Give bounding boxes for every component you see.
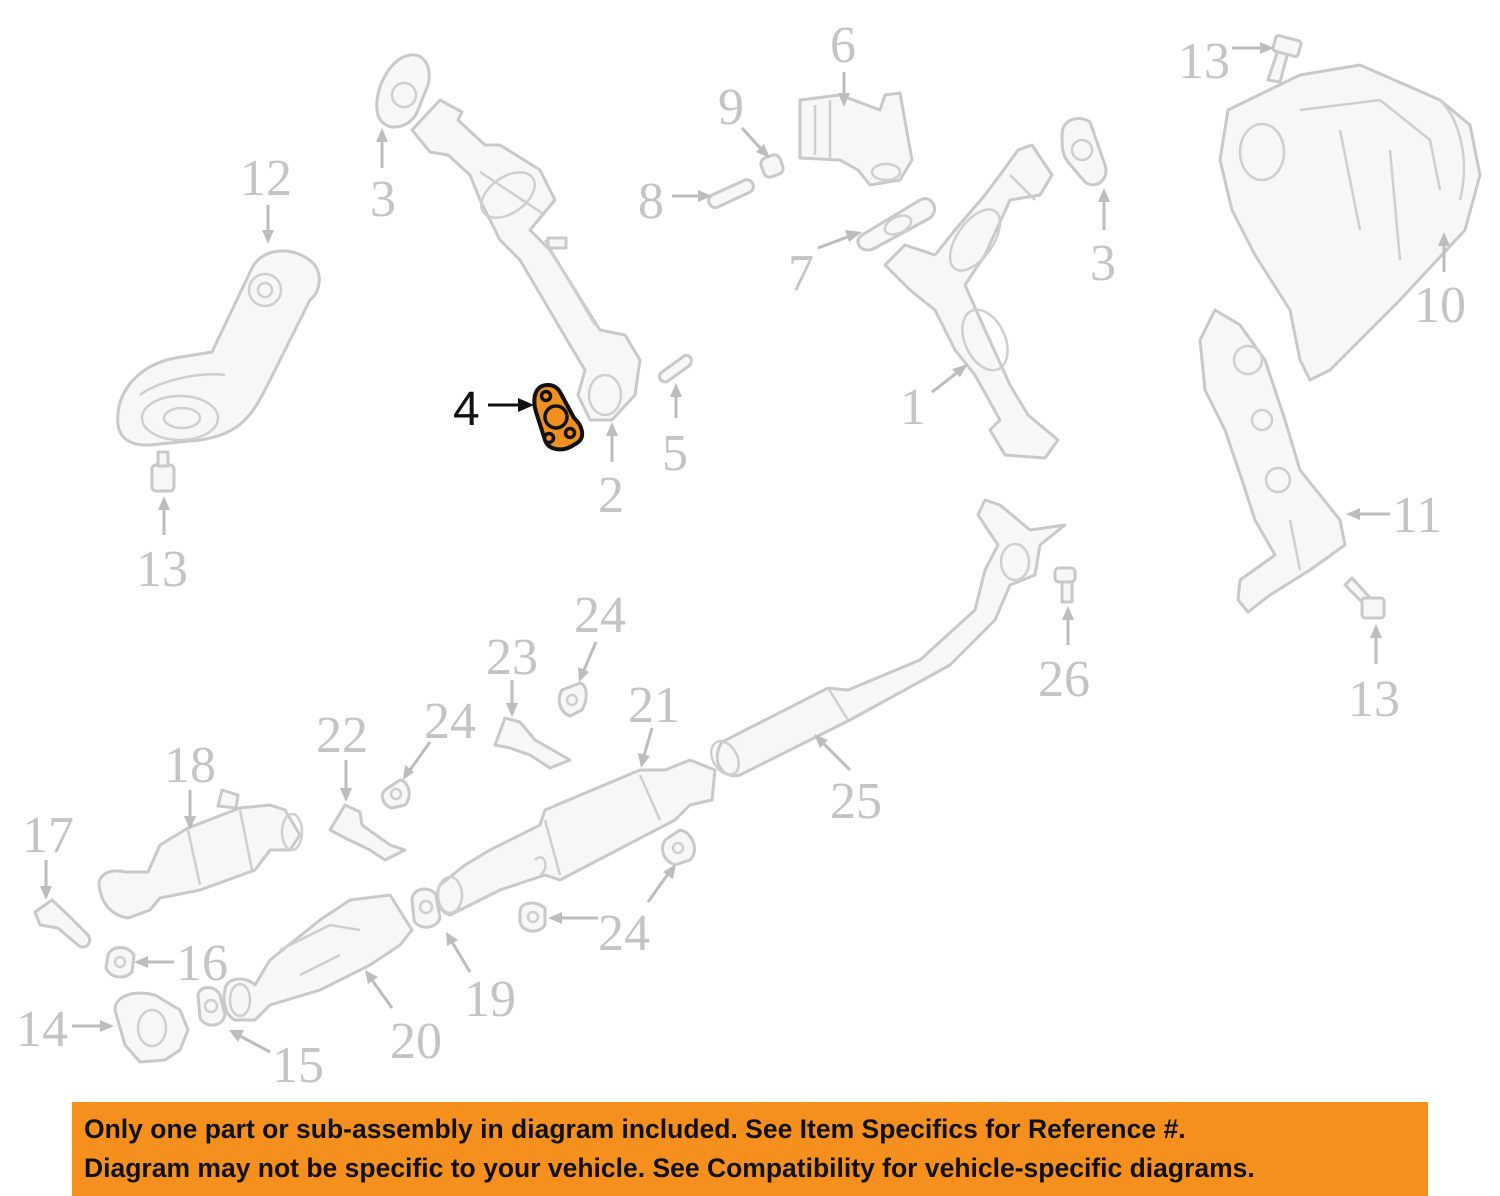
callout-8: 8 — [638, 173, 664, 230]
part-19-gasket — [410, 887, 442, 929]
part-18-catalytic-converter — [97, 788, 304, 920]
callout-17: 17 — [22, 807, 74, 864]
part-5-stud — [658, 353, 693, 384]
part-10-heat-shield-upper — [1218, 63, 1482, 382]
callout-24-b: 24 — [424, 693, 476, 750]
part-24-bracket-d — [518, 901, 547, 933]
part-24-bracket-b — [380, 778, 411, 810]
part-2-front-pipe — [410, 98, 642, 422]
part-6-elbow-fitting — [798, 91, 914, 187]
part-20-pipe-heat-shield — [222, 893, 414, 1022]
callout-13-left: 13 — [136, 541, 188, 598]
callout-9: 9 — [718, 79, 744, 136]
callout-20: 20 — [390, 1013, 442, 1070]
part-22-bracket — [328, 803, 407, 862]
callout-13-top: 13 — [1178, 33, 1230, 90]
notice-line-1: Only one part or sub-assembly in diagram… — [84, 1114, 1186, 1144]
callout-16: 16 — [176, 935, 228, 992]
part-16-gasket — [104, 946, 136, 979]
part-14-flange-pipe — [113, 991, 190, 1064]
part-12-mount-bracket — [116, 249, 321, 447]
callout-18: 18 — [164, 737, 216, 794]
part-24-bracket-c — [661, 828, 696, 867]
callout-14: 14 — [16, 1001, 68, 1058]
callout-22: 22 — [316, 707, 368, 764]
callout-5: 5 — [662, 425, 688, 482]
callout-3-right: 3 — [1090, 235, 1116, 292]
part-7-gasket — [856, 197, 936, 252]
part-15-gasket — [196, 986, 227, 1027]
part-13-bolt-right — [1343, 576, 1386, 620]
part-1-y-pipe — [883, 143, 1060, 460]
callout-15: 15 — [272, 1037, 324, 1094]
part-13-bolt-left — [150, 450, 176, 493]
callout-labels: 12 13 3 2 5 9 8 6 7 3 1 13 10 11 13 26 2… — [16, 17, 1466, 1094]
callout-11: 11 — [1392, 487, 1442, 544]
callout-1: 1 — [900, 379, 926, 436]
callout-21: 21 — [628, 677, 680, 734]
callout-12: 12 — [240, 150, 292, 207]
callout-24-c: 24 — [598, 905, 650, 962]
part-3-gasket-right — [1060, 117, 1108, 187]
callout-24-a: 24 — [574, 587, 626, 644]
callout-4-leader — [488, 398, 534, 412]
callout-4-label: 4 — [453, 383, 480, 436]
part-25-tailpipe — [710, 498, 1067, 778]
part-11-heat-shield-lower — [1198, 308, 1347, 614]
part-8-stud — [707, 178, 755, 209]
callout-25: 25 — [830, 773, 882, 830]
callout-13-right: 13 — [1348, 671, 1400, 728]
part-3-gasket-left — [375, 53, 431, 129]
notice-banner: Only one part or sub-assembly in diagram… — [72, 1102, 1428, 1196]
part-13-bolt-top — [1266, 34, 1303, 84]
part-23-bracket — [493, 716, 572, 770]
part-17-sensor — [33, 898, 92, 949]
callout-2: 2 — [598, 467, 624, 524]
part-26-bolt — [1053, 566, 1077, 604]
part-4-gasket-highlighted — [532, 383, 585, 452]
part-21-center-pipe — [435, 758, 717, 917]
part-24-bracket-a — [557, 681, 588, 718]
callout-10: 10 — [1414, 277, 1466, 334]
leader-lines — [40, 42, 1450, 1054]
callout-26: 26 — [1038, 651, 1090, 708]
callout-7: 7 — [788, 245, 814, 302]
callout-19: 19 — [464, 971, 516, 1028]
part-9-plug — [759, 153, 785, 179]
callout-6: 6 — [830, 17, 856, 74]
callout-3-left: 3 — [370, 171, 396, 228]
notice-line-2: Diagram may not be specific to your vehi… — [84, 1153, 1255, 1183]
callout-23: 23 — [486, 629, 538, 686]
